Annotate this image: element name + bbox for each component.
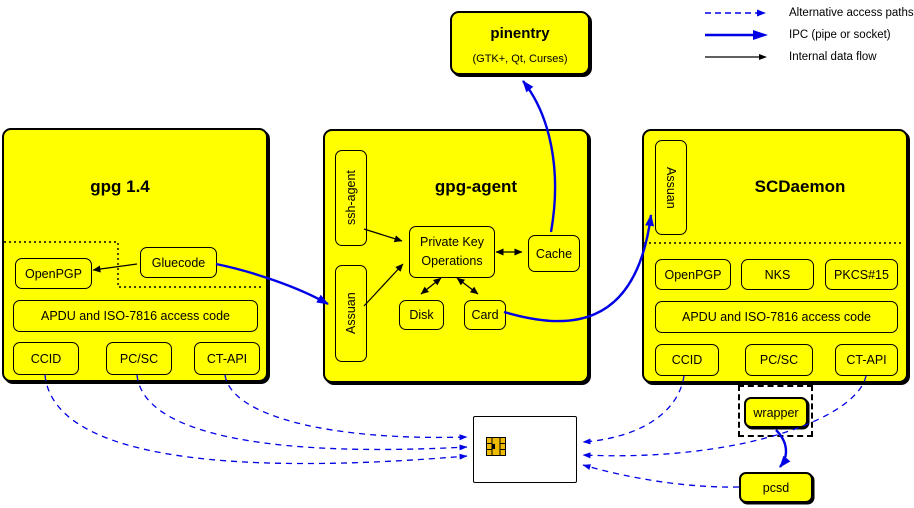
disk-node: Disk	[399, 300, 444, 330]
scdaemon-pkcs15-node: PKCS#15	[825, 259, 898, 290]
scdaemon-apdu-node: APDU and ISO-7816 access code	[655, 301, 898, 333]
private-key-operations-line1: Private Key	[420, 235, 484, 250]
gpg-agent-title: gpg-agent	[434, 177, 518, 196]
gpg14-ccid-node: CCID	[13, 342, 79, 375]
dashed-scdaemon-ccid-to-card	[582, 375, 685, 445]
scdaemon-node: SCDaemon Assuan OpenPGP NKS PKCS#15 APDU…	[642, 129, 908, 383]
scdaemon-pcsc-node: PC/SC	[745, 344, 813, 376]
scdaemon-title: SCDaemon	[754, 177, 846, 196]
gpg-agent-assuan-node: Assuan	[335, 265, 367, 362]
gpg14-openpgp-node: OpenPGP	[15, 258, 92, 289]
pinentry-node: pinentry (GTK+, Qt, Curses)	[450, 11, 590, 75]
dashed-gpg14-pcsc-to-card	[136, 374, 468, 451]
pinentry-title: pinentry	[490, 25, 550, 42]
scdaemon-ctapi-node: CT-API	[835, 344, 898, 376]
wrapper-node: wrapper	[744, 397, 808, 428]
legend-label-alternative: Alternative access paths	[789, 7, 914, 19]
dashed-pcsd-to-card	[582, 464, 740, 488]
gpg14-node: gpg 1.4 OpenPGP Gluecode APDU and ISO-78…	[2, 128, 268, 382]
legend: Alternative access paths IPC (pipe or so…	[701, 2, 914, 68]
gpg14-apdu-node: APDU and ISO-7816 access code	[13, 300, 258, 332]
private-key-operations-line2: Operations	[421, 254, 483, 268]
legend-internal-arrow-icon	[705, 54, 767, 60]
legend-label-internal: Internal data flow	[789, 51, 877, 63]
scdaemon-assuan-node: Assuan	[655, 140, 687, 235]
scdaemon-nks-node: NKS	[741, 259, 814, 290]
legend-item: Internal data flow	[701, 46, 914, 68]
scdaemon-openpgp-node: OpenPGP	[655, 259, 731, 290]
pcsd-node: pcsd	[739, 472, 813, 503]
gpg-agent-node: gpg-agent ssh-agent Assuan Private Key O…	[323, 129, 589, 383]
pinentry-subtitle: (GTK+, Qt, Curses)	[472, 53, 568, 65]
gpg14-gluecode-node: Gluecode	[140, 247, 217, 278]
legend-item: IPC (pipe or socket)	[701, 24, 914, 46]
smartcard	[473, 416, 577, 483]
chip-icon	[486, 437, 506, 456]
dashed-scdaemon-ctapi-to-card	[582, 375, 867, 459]
legend-dashed-arrow-icon	[705, 9, 766, 17]
legend-label-ipc: IPC (pipe or socket)	[789, 29, 891, 41]
ssh-agent-node: ssh-agent	[335, 150, 367, 246]
dashed-gpg14-ccid-to-card	[44, 374, 468, 465]
gpg14-ctapi-node: CT-API	[194, 342, 260, 375]
legend-ipc-arrow-icon	[705, 30, 768, 40]
cache-node: Cache	[528, 235, 580, 272]
gpg14-title: gpg 1.4	[90, 177, 150, 196]
private-key-operations-node: Private Key Operations	[409, 226, 495, 278]
scdaemon-ccid-node: CCID	[655, 344, 719, 376]
dashed-gpg14-ctapi-to-card	[224, 374, 468, 441]
agent-card-node: Card	[464, 300, 506, 330]
legend-item: Alternative access paths	[701, 2, 914, 24]
gpg14-pcsc-node: PC/SC	[106, 342, 172, 375]
